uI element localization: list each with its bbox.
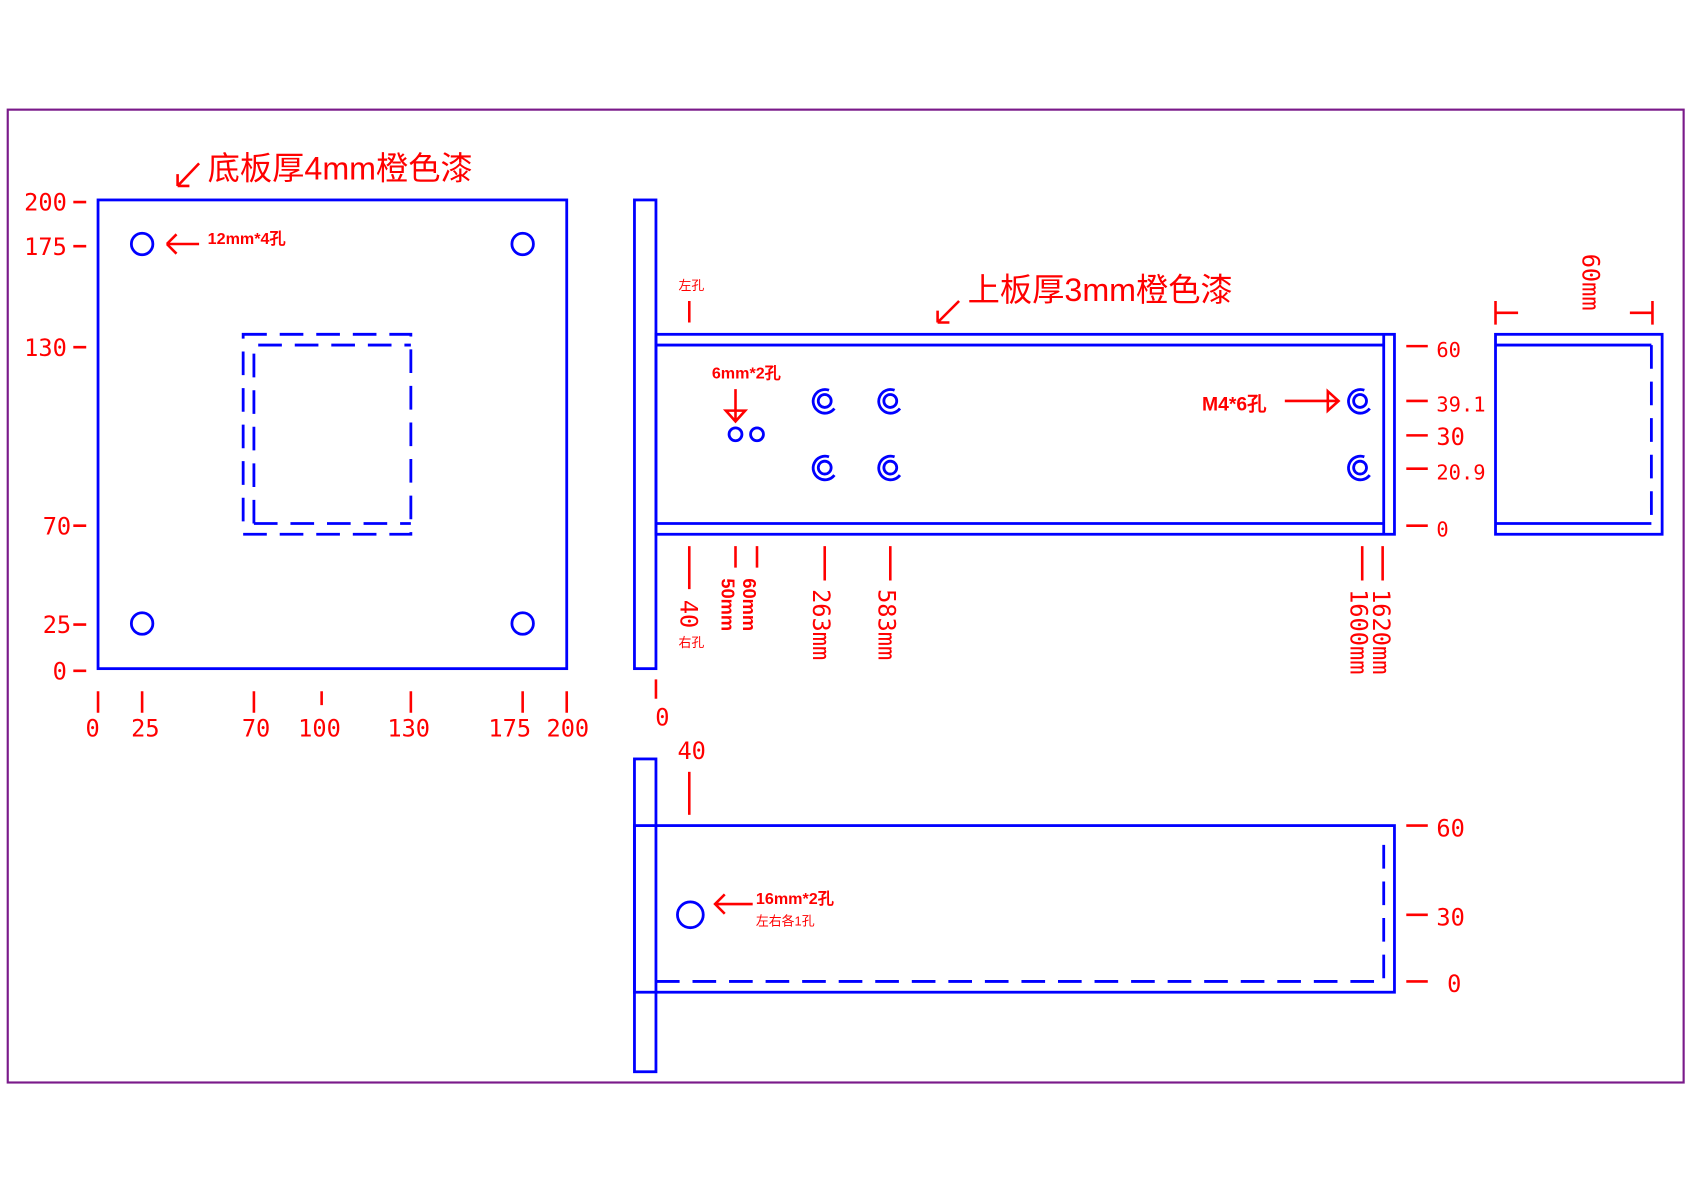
mount-hole: [129, 611, 155, 636]
beam-outline: [654, 332, 1396, 536]
dim-50mm: 50mm: [718, 578, 739, 631]
hole-note: 12mm*4孔: [208, 230, 286, 248]
m4-note: M4*6孔: [1202, 394, 1267, 416]
title-arrow-icon: [936, 300, 961, 324]
plate-zero-label: 0: [655, 704, 669, 732]
x-label: 130: [387, 714, 430, 742]
m4-hole: [1347, 388, 1371, 415]
dim-1600mm: 1600mm: [1344, 589, 1372, 674]
top-plate-title: 上板厚3mm橙色漆: [968, 272, 1233, 308]
width-dimension-marks: [1494, 300, 1654, 325]
side-beam-outline: [633, 824, 1396, 994]
mount-hole: [510, 231, 535, 257]
hole-arrow-icon: [713, 893, 753, 915]
x-label: 70: [242, 714, 270, 742]
m4-hole: [1347, 454, 1371, 482]
hole-arrow-icon: [165, 233, 200, 255]
end-outline: [1494, 332, 1664, 536]
y-label: 200: [24, 189, 67, 217]
m4-hole: [877, 454, 902, 482]
side-height-label: 60: [1436, 814, 1464, 842]
right-dimension-ticks: [1406, 344, 1428, 527]
bottom-dimension-ticks: [687, 546, 1384, 590]
x-dimension-ticks: [96, 691, 569, 713]
small-hole-note: 6mm*2孔: [712, 364, 781, 382]
side-right-ticks: [1406, 824, 1428, 983]
side-plate-outline: [633, 757, 658, 1074]
drawing-frame: [6, 108, 1685, 1084]
m4-hole: [811, 388, 836, 415]
small-hole: [749, 426, 765, 443]
y-dimension-ticks: [73, 200, 87, 673]
x-label: 25: [131, 714, 159, 742]
beam-inner-lines: [655, 334, 1386, 535]
side-hole-note: 16mm*2孔: [756, 890, 834, 908]
height-label: 39.1: [1436, 393, 1485, 417]
dim-583mm: 583mm: [872, 589, 900, 660]
side-top-label: 40: [677, 737, 705, 765]
side-view: 40 16mm*2孔 左右各1孔 60 30 0: [633, 737, 1465, 1074]
dim-1620mm: 1620mm: [1367, 589, 1395, 674]
end-view: 60mm: [1494, 254, 1664, 536]
y-label: 175: [24, 233, 67, 261]
x-label: 200: [546, 714, 589, 742]
base-plate-title: 底板厚4mm橙色漆: [208, 151, 473, 187]
title-arrow-icon: [176, 162, 201, 188]
base-plate-outline: [96, 198, 569, 671]
y-label: 70: [43, 512, 71, 540]
wall-plate-outline: [633, 198, 658, 671]
small-hole: [727, 426, 744, 443]
height-label: 0: [1436, 517, 1448, 541]
side-height-label: 0: [1447, 970, 1461, 998]
m4-hole: [811, 454, 836, 482]
right-hole-label: 右孔: [679, 635, 705, 650]
side-hidden-lines: [655, 836, 1386, 983]
dim-60mm: 60mm: [739, 578, 760, 631]
top-view: 0 左孔 上板厚3mm橙色漆 6mm*2孔 M4*6孔 60 39.1 30 2…: [633, 198, 1486, 732]
left-hole-label: 左孔: [679, 278, 705, 293]
y-label: 130: [24, 334, 67, 362]
mount-hole: [510, 611, 535, 636]
end-width-label: 60mm: [1577, 254, 1605, 311]
x-label: 0: [86, 714, 100, 742]
down-arrow-icon: [722, 389, 749, 424]
height-label: 20.9: [1436, 460, 1485, 484]
post-outline-hidden: [241, 332, 413, 536]
x-label: 100: [298, 714, 341, 742]
mount-hole: [129, 231, 155, 257]
y-label: 0: [53, 657, 67, 685]
x-label: 175: [488, 714, 531, 742]
post-inner-hidden: [252, 343, 411, 525]
side-hole-sub-note: 左右各1孔: [756, 914, 815, 929]
dim-40: 40: [675, 600, 703, 628]
height-label: 30: [1436, 423, 1464, 451]
dim-263mm: 263mm: [807, 589, 835, 660]
m4-hole: [877, 388, 902, 415]
base-plate-view: 底板厚4mm橙色漆 12mm*4孔 200 175 130 70 25 0 0 …: [24, 151, 589, 743]
right-arrow-icon: [1284, 388, 1341, 414]
height-label: 60: [1436, 338, 1461, 362]
end-inner-lines: [1495, 343, 1652, 525]
y-label: 25: [43, 611, 71, 639]
side-height-label: 30: [1436, 904, 1464, 932]
bolt-hole: [676, 900, 705, 930]
m4-holes: [811, 388, 1371, 482]
